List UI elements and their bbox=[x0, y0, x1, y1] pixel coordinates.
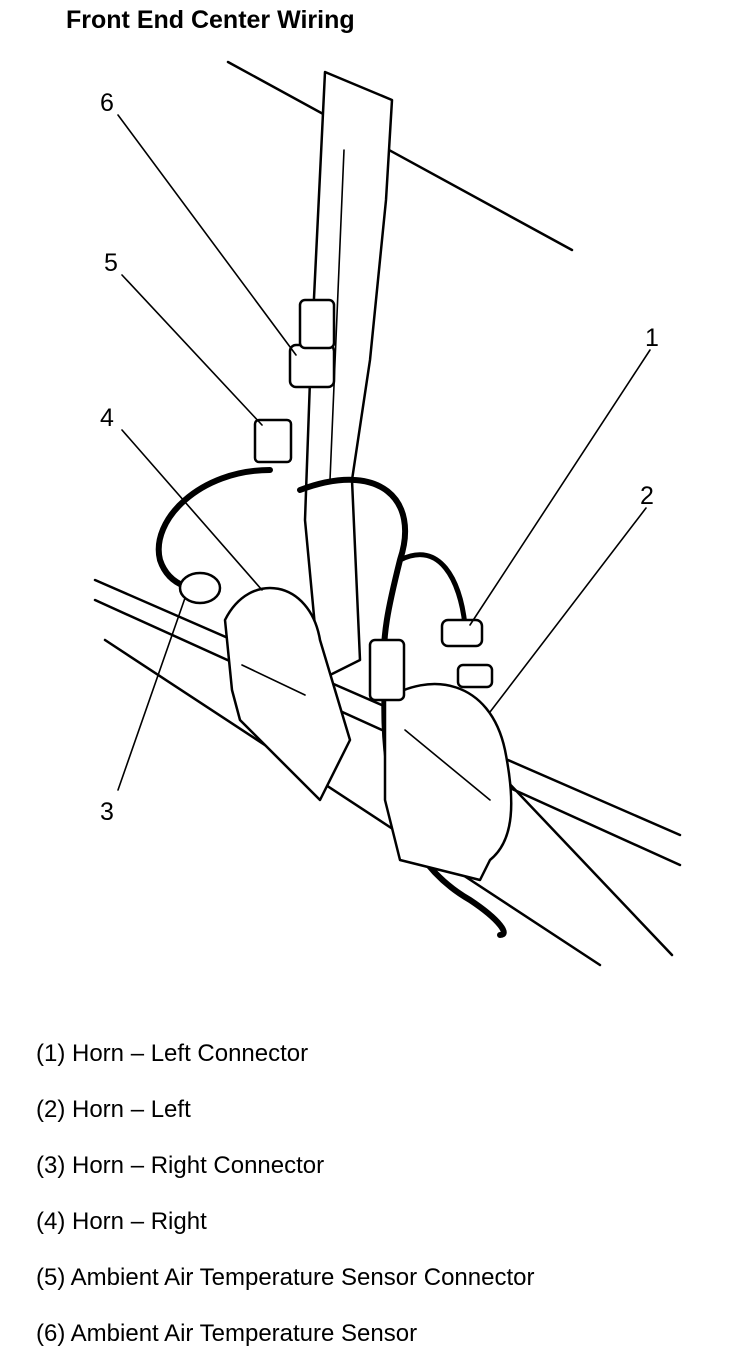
wiring-harness-branch bbox=[397, 552, 468, 628]
ambient-air-temperature-sensor bbox=[288, 343, 336, 389]
horn-right bbox=[223, 586, 352, 802]
callout-4: 4 bbox=[100, 404, 114, 432]
callout-2: 2 bbox=[640, 482, 654, 510]
diagram-title: Front End Center Wiring bbox=[66, 6, 355, 34]
horn-right-detail bbox=[241, 664, 306, 696]
leader-line-4 bbox=[121, 429, 263, 591]
rail-line-lower bbox=[103, 638, 602, 967]
sensor-connector bbox=[253, 418, 293, 464]
leader-line-1 bbox=[469, 349, 651, 626]
leader-line-5 bbox=[121, 274, 263, 426]
horn-left-terminal bbox=[456, 663, 494, 689]
legend-item-sensor: (6) Ambient Air Temperature Sensor bbox=[36, 1320, 418, 1347]
horn-right-connector bbox=[178, 571, 222, 605]
leader-line-3 bbox=[117, 597, 186, 791]
legend-item-horn-right-connector: (3) Horn – Right Connector bbox=[36, 1152, 325, 1179]
legend-item-horn-right: (4) Horn – Right bbox=[36, 1208, 207, 1235]
horn-left-detail bbox=[404, 729, 491, 801]
callout-6: 6 bbox=[100, 89, 114, 117]
legend-item-horn-left-connector: (1) Horn – Left Connector bbox=[36, 1040, 309, 1067]
bracket-crease bbox=[329, 149, 345, 481]
wiring-diagram: 1 2 3 4 5 6 bbox=[93, 60, 682, 967]
hood-edge-line bbox=[226, 60, 574, 252]
horn-left-connector bbox=[440, 618, 484, 648]
center-support-bracket bbox=[303, 70, 394, 682]
component-legend: (1) Horn – Left Connector (2) Horn – Lef… bbox=[36, 1034, 534, 1370]
sensor-upper-body bbox=[298, 298, 336, 350]
leader-line-6 bbox=[117, 114, 297, 356]
horn-left bbox=[383, 682, 513, 882]
wiring-harness bbox=[155, 467, 273, 593]
center-clip bbox=[368, 638, 406, 702]
callout-3: 3 bbox=[100, 798, 114, 826]
legend-item-horn-left: (2) Horn – Left bbox=[36, 1096, 191, 1123]
callout-5: 5 bbox=[104, 249, 118, 277]
callout-1: 1 bbox=[645, 324, 659, 352]
legend-item-sensor-connector: (5) Ambient Air Temperature Sensor Conne… bbox=[36, 1264, 535, 1291]
leader-line-2 bbox=[489, 507, 647, 713]
